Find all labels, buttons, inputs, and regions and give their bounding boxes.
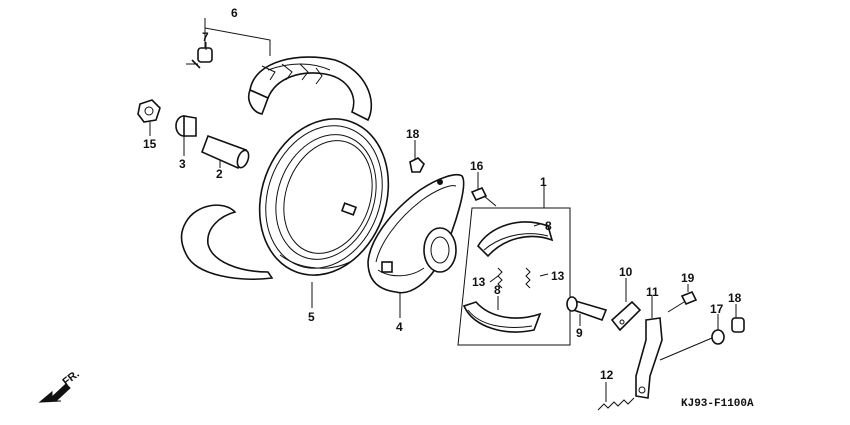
return-spring-part	[597, 397, 635, 411]
part-label-12: 12	[600, 368, 614, 382]
bolt-part	[470, 186, 497, 207]
part-label-10: 10	[619, 265, 633, 279]
nut-part	[137, 99, 161, 123]
brake-cam-part	[566, 296, 608, 322]
part-label-5: 5	[308, 310, 315, 324]
part-label-9: 9	[576, 326, 583, 340]
part-label-13b: 13	[551, 269, 565, 283]
part-label-15: 15	[143, 137, 157, 151]
part-label-13a: 13	[472, 275, 486, 289]
part-label-18: 18	[728, 291, 742, 305]
joint-collar-part	[711, 329, 725, 345]
part-label-4: 4	[396, 320, 403, 334]
front-arrow-icon	[38, 383, 71, 403]
leader-lines	[149, 18, 737, 402]
part-label-11: 11	[646, 285, 659, 299]
flange-nut-part	[409, 157, 425, 173]
part-label-2: 2	[216, 167, 223, 181]
part-label-7: 7	[202, 30, 209, 44]
front-direction-label: FR.	[60, 368, 81, 388]
diagram-reference-code: KJ93-F1100A	[681, 398, 754, 410]
part-label-1: 1	[540, 175, 547, 189]
brake-panel-part	[367, 174, 465, 294]
part-number-labels: 6 7 15 3 2 18 16 1 8 13 13 8 5 4 9 10 11…	[143, 6, 742, 382]
part-label-6: 6	[231, 6, 238, 20]
front-direction-indicator: FR.	[38, 368, 82, 403]
wheel-rim-part	[258, 118, 390, 276]
part-label-3: 3	[179, 157, 186, 171]
part-label-17: 17	[710, 302, 724, 316]
joint-pin-part	[731, 317, 745, 333]
tire-part	[180, 56, 373, 280]
part-label-14: 16	[470, 159, 484, 173]
collar-part	[175, 115, 197, 137]
valve-part	[186, 47, 213, 69]
part-label-19: 19	[681, 271, 695, 285]
part-label-16: 18	[406, 127, 420, 141]
part-label-8a: 8	[545, 219, 552, 233]
arm-bolt-part	[667, 290, 698, 313]
brake-shoe-assembly-frame	[457, 207, 571, 346]
wear-indicator-part	[610, 300, 642, 332]
brake-arm-part	[635, 317, 663, 399]
part-label-8b: 8	[494, 283, 501, 297]
spacer-part	[200, 134, 250, 170]
